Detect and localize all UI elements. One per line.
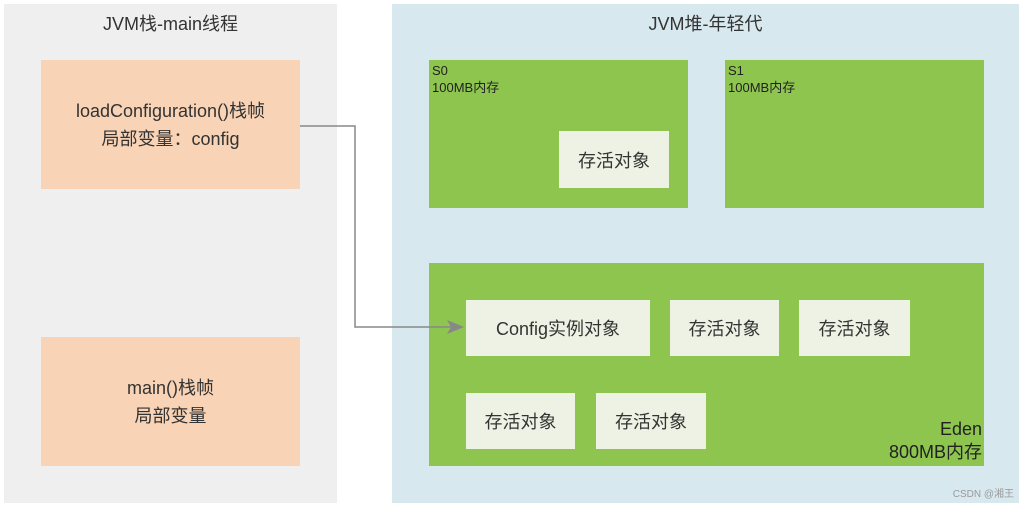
jvm-heap-panel: JVM堆-年轻代 S0 100MB内存 存活对象 S1 100MB内存 Conf…: [392, 4, 1019, 503]
live-object: 存活对象: [670, 300, 779, 356]
arrow-head: [447, 320, 464, 334]
frame-name: loadConfiguration()栈帧: [75, 100, 266, 121]
jvm-heap-title: JVM堆-年轻代: [648, 14, 763, 34]
watermark: CSDN @湘王: [952, 489, 1014, 500]
arrow-line: [300, 125, 452, 328]
jvm-stack-panel: JVM栈-main线程 loadConfiguration()栈帧 局部变量：c…: [4, 4, 337, 503]
config-instance-object: Config实例对象: [466, 300, 650, 356]
load-configuration-frame: loadConfiguration()栈帧 局部变量：config: [41, 60, 300, 189]
frame-local-variable: 局部变量: [134, 405, 207, 426]
region-name: S1: [728, 63, 744, 78]
region-size: 800MB内存: [888, 442, 982, 462]
frame-name: main()栈帧: [126, 377, 214, 398]
live-object: 存活对象: [596, 393, 706, 449]
survivor-s1-region: S1 100MB内存: [725, 60, 984, 208]
eden-label: Eden 800MB内存: [889, 418, 982, 464]
live-object: 存活对象: [559, 131, 669, 188]
region-size: 100MB内存: [728, 80, 796, 95]
region-name: Eden: [939, 419, 982, 439]
region-size: 100MB内存: [432, 80, 500, 95]
s0-label: S0 100MB内存: [432, 62, 499, 96]
frame-local-variable: 局部变量：config: [101, 128, 240, 149]
s1-label: S1 100MB内存: [728, 62, 795, 96]
live-object: 存活对象: [466, 393, 575, 449]
jvm-stack-title: JVM栈-main线程: [102, 14, 238, 34]
survivor-s0-region: S0 100MB内存 存活对象: [429, 60, 688, 208]
main-frame: main()栈帧 局部变量: [41, 337, 300, 466]
region-name: S0: [432, 63, 448, 78]
live-object: 存活对象: [799, 300, 910, 356]
eden-region: Config实例对象 存活对象 存活对象 存活对象 存活对象 Eden 800M…: [429, 263, 984, 466]
